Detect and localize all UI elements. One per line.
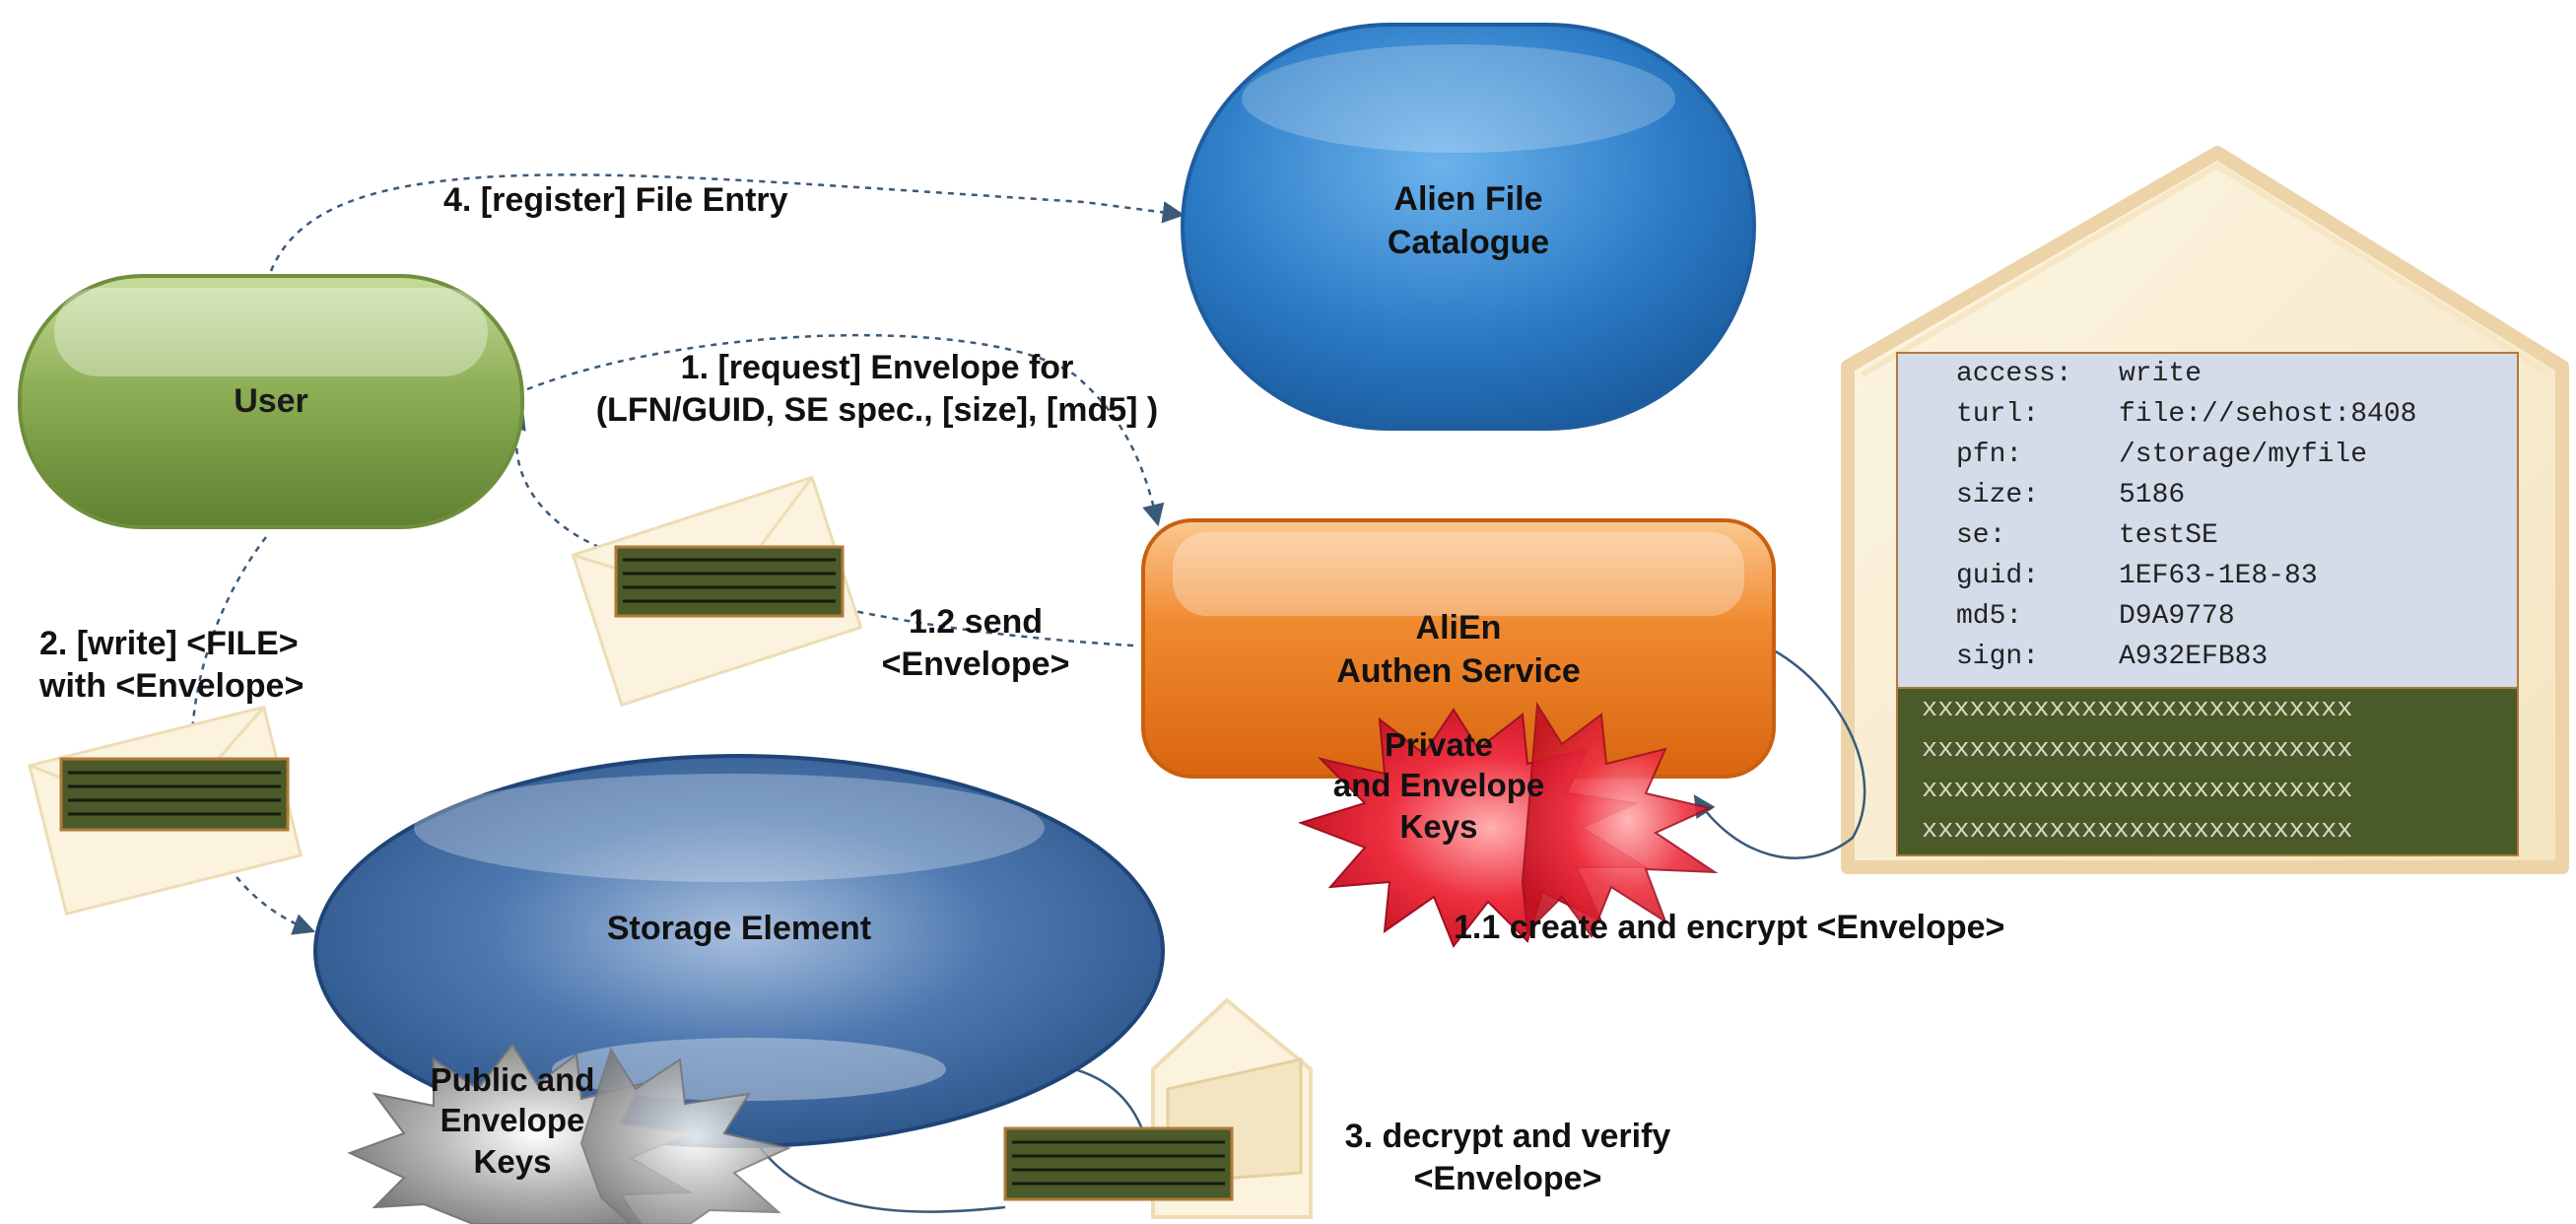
envelope-field-value: /storage/myfile [2119,440,2368,470]
envelope-field-value: D9A9778 [2119,601,2235,632]
envelope-field-key: pfn: [1956,440,2023,470]
envelope-icon-decrypt [1003,997,1313,1219]
envelope-icon-write [28,705,304,917]
authen-label: AliEn Authen Service [1143,606,1774,693]
storage-label: Storage Element [606,910,872,947]
envelope-field-key: sign: [1956,642,2040,672]
encrypted-row: xxxxxxxxxxxxxxxxxxxxxxxxxxx [1922,735,2353,765]
decrypt-step-line1: 3. decrypt and verify [1344,1118,1671,1155]
request-step-label: 1. [request] Envelope for (LFN/GUID, SE … [552,347,1202,431]
create-step-label: 1.1 create and encrypt <Envelope> [1454,909,2005,946]
private-keys-burst [1297,701,1719,948]
authen-label-line2: Authen Service [1336,652,1581,691]
user-label: User [234,382,308,420]
public-keys-line2: Envelope [440,1102,585,1139]
envelope-field-value: file://sehost:8408 [2119,399,2417,430]
request-arrow [526,333,1165,527]
user-node[interactable] [18,274,524,529]
write-step-line1: 2. [write] <FILE> [39,625,299,662]
write-step-label: 2. [write] <FILE> with <Envelope> [39,623,374,707]
envelope-field-key: se: [1956,520,2006,551]
encrypted-row: xxxxxxxxxxxxxxxxxxxxxxxxxxx [1922,695,2353,724]
envelope-field-key: access: [1956,359,2072,389]
write-step-line2: with <Envelope> [39,666,305,705]
send-step-line2: <Envelope> [881,645,1070,683]
encrypted-row: xxxxxxxxxxxxxxxxxxxxxxxxxxx [1922,776,2353,805]
public-keys-line1: Public and [430,1061,595,1098]
catalogue-label-line1: Alien File [1393,180,1543,218]
envelope-field-key: size: [1956,480,2040,510]
create-loop-arrow [1693,648,1866,859]
request-step-line2: (LFN/GUID, SE spec., [size], [md5] ) [595,390,1159,429]
encrypted-panel [1896,687,2519,856]
decrypt-step-label: 3. decrypt and verify <Envelope> [1321,1116,1695,1199]
private-keys-line2: and Envelope [1332,767,1545,804]
envelope-field-key: guid: [1956,561,2040,591]
private-keys-line3: Keys [1399,807,1478,845]
private-keys-line1: Private [1384,726,1494,763]
encrypted-row: xxxxxxxxxxxxxxxxxxxxxxxxxxx [1922,816,2353,846]
envelope-field-value: testSE [2119,520,2218,551]
catalogue-node[interactable] [1181,23,1756,431]
decrypt-step-line2: <Envelope> [1413,1159,1602,1197]
write-arrow [190,536,316,935]
send-step-line1: 1.2 send [908,603,1044,641]
request-step-line1: 1. [request] Envelope for [680,349,1074,386]
send-step-label: 1.2 send <Envelope> [857,601,1094,685]
public-keys-burst [347,1043,792,1224]
envelope-icon-send [571,475,863,708]
envelope-field-key: turl: [1956,399,2040,430]
public-keys-label: Public and Envelope Keys [394,1059,631,1182]
register-step-label: 4. [register] File Entry [443,181,788,219]
envelope-field-value: 5186 [2119,480,2186,510]
catalogue-label: Alien File Catalogue [1183,177,1754,264]
private-keys-label: Private and Envelope Keys [1281,724,1596,847]
envelope-fields-panel [1896,352,2519,689]
public-keys-line3: Keys [473,1142,552,1180]
catalogue-label-line2: Catalogue [1387,224,1550,262]
envelope-field-value: write [2119,359,2203,389]
envelope-field-key: md5: [1956,601,2023,632]
register-arrow [269,173,1186,272]
authen-label-line1: AliEn [1415,609,1502,646]
envelope-field-value: A932EFB83 [2119,642,2269,672]
envelope-field-value: 1EF63-1E8-83 [2119,561,2318,591]
